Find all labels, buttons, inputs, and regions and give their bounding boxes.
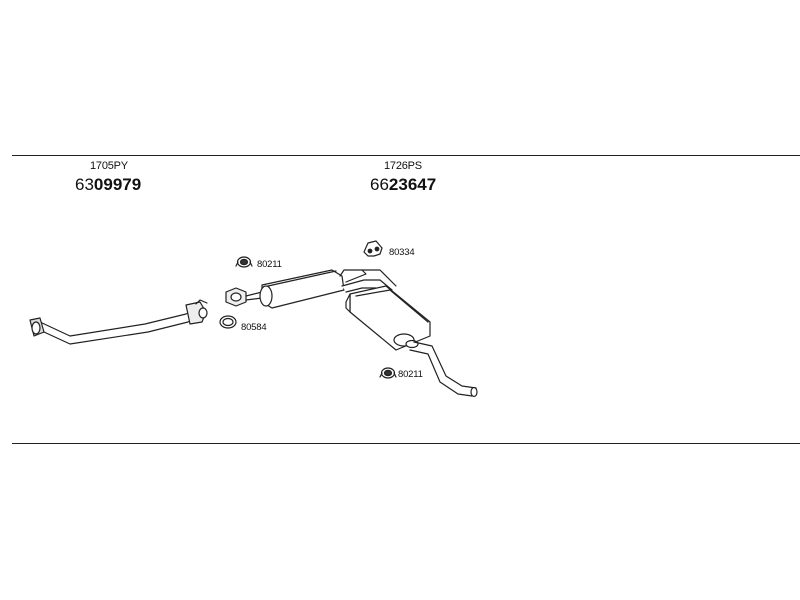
part-number-1-main: 09979	[93, 175, 142, 194]
inlet-clamp	[225, 287, 263, 307]
bottom-divider-line	[12, 443, 800, 444]
clamp-80211-lower	[379, 367, 397, 379]
middle-silencer	[259, 269, 397, 309]
rear-silencer	[345, 285, 431, 351]
tail-pipe	[409, 341, 478, 398]
fitting-label-80334: 80334	[389, 247, 415, 258]
part-number-1-prefix: 63	[75, 175, 94, 194]
fitting-label-80211-lower: 80211	[398, 369, 423, 380]
top-divider-line	[12, 155, 800, 156]
fitting-label-80211-upper: 80211	[257, 259, 282, 270]
section-code-1: 1705PY	[90, 160, 128, 172]
ring-80584	[219, 315, 237, 329]
part-number-2-prefix: 66	[370, 175, 389, 194]
front-pipe	[29, 299, 208, 345]
fitting-label-80584: 80584	[241, 322, 267, 333]
section-code-2: 1726PS	[384, 160, 422, 172]
part-number-2-main: 23647	[388, 175, 437, 194]
hanger-80334	[363, 240, 383, 257]
part-number-2: 6623647	[370, 175, 436, 195]
part-number-1: 6309979	[75, 175, 141, 195]
clamp-80211-upper	[235, 256, 253, 268]
